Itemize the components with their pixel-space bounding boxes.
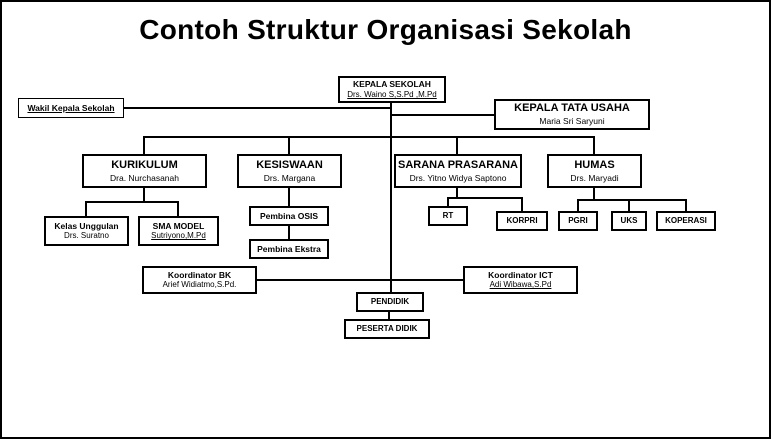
connector-stub-pembina-osis — [288, 188, 290, 206]
node-koordinator-bk: Koordinator BK Arief Widiatmo,S.Pd. — [142, 266, 257, 294]
node-pendidik-title: PENDIDIK — [370, 297, 410, 306]
node-peserta-didik: PESERTA DIDIK — [344, 319, 430, 339]
connector-kurikulum-down — [143, 188, 145, 202]
connector-stub-kesiswaan — [288, 136, 290, 154]
connector-stub-pgri — [577, 199, 579, 211]
node-pembina-ekstra-title: Pembina Ekstra — [257, 243, 321, 254]
node-kesiswaan: KESISWAAN Drs. Margana — [237, 154, 342, 188]
node-korpri: KORPRI — [496, 211, 548, 231]
node-sarana-prasarana: SARANA PRASARANA Drs. Yitno Widya Sapton… — [394, 154, 522, 188]
page-title: Contoh Struktur Organisasi Sekolah — [139, 14, 632, 45]
node-pembina-ekstra: Pembina Ekstra — [249, 239, 329, 259]
node-humas-name: Drs. Maryadi — [570, 172, 619, 183]
connector-divisions-horizontal — [143, 136, 595, 138]
node-pendidik: PENDIDIK — [356, 292, 424, 312]
connector-wakil — [123, 107, 390, 109]
node-kelas-unggulan-title: Kelas Unggulan — [54, 220, 119, 231]
connector-stub-sarana — [456, 136, 458, 154]
node-koordinator-ict-name: Adi Wibawa,S.Pd — [489, 280, 552, 290]
node-uks: UKS — [611, 211, 647, 231]
node-koordinator-ict-title: Koordinator ICT — [488, 269, 553, 280]
connector-main-vertical — [390, 102, 392, 292]
node-humas: HUMAS Drs. Maryadi — [547, 154, 642, 188]
node-wakil-kepala-sekolah: Wakil Kepala Sekolah — [18, 98, 124, 118]
connector-kurikulum-children — [85, 201, 179, 203]
node-kelas-unggulan: Kelas Unggulan Drs. Suratno — [44, 216, 129, 246]
node-sarana-prasarana-title: SARANA PRASARANA — [398, 158, 518, 171]
node-wakil-kepala-sekolah-title: Wakil Kepala Sekolah — [27, 102, 115, 113]
node-kelas-unggulan-name: Drs. Suratno — [64, 231, 109, 241]
connector-humas-children — [577, 199, 687, 201]
node-pgri: PGRI — [558, 211, 598, 231]
node-koperasi: KOPERASI — [656, 211, 716, 231]
connector-stub-sma-model — [177, 201, 179, 216]
connector-stub-korpri — [521, 197, 523, 211]
node-rt-title: RT — [442, 211, 454, 220]
node-humas-title: HUMAS — [574, 158, 615, 171]
connector-stub-uks — [628, 199, 630, 211]
node-sma-model-title: SMA MODEL — [152, 220, 205, 231]
node-sarana-prasarana-name: Drs. Yitno Widya Saptono — [409, 172, 507, 183]
node-koperasi-title: KOPERASI — [665, 216, 707, 225]
connector-stub-pembina-ekstra — [288, 226, 290, 239]
node-kurikulum-name: Dra. Nurchasanah — [110, 172, 179, 183]
node-kepala-tata-usaha: KEPALA TATA USAHA Maria Sri Saryuni — [494, 99, 650, 130]
node-uks-title: UKS — [620, 216, 638, 225]
connector-stub-rt — [447, 197, 449, 206]
connector-stub-humas — [593, 136, 595, 154]
node-kesiswaan-title: KESISWAAN — [256, 158, 323, 171]
node-kepala-tata-usaha-name: Maria Sri Saryuni — [539, 116, 605, 127]
connector-sarana-down — [456, 188, 458, 198]
node-kepala-sekolah: KEPALA SEKOLAH Drs. Waino S,S.Pd ,M.Pd — [338, 76, 446, 103]
node-pembina-osis: Pembina OSIS — [249, 206, 329, 226]
node-kepala-sekolah-title: KEPALA SEKOLAH — [353, 79, 431, 90]
node-koordinator-bk-title: Koordinator BK — [167, 269, 232, 280]
node-koordinator-ict: Koordinator ICT Adi Wibawa,S.Pd — [463, 266, 578, 294]
node-peserta-didik-title: PESERTA DIDIK — [356, 324, 418, 333]
node-pembina-osis-title: Pembina OSIS — [259, 210, 319, 221]
connector-stub-kelas-unggulan — [85, 201, 87, 216]
node-kepala-sekolah-name: Drs. Waino S,S.Pd ,M.Pd — [347, 89, 437, 99]
node-rt: RT — [428, 206, 468, 226]
node-koordinator-bk-name: Arief Widiatmo,S.Pd. — [162, 280, 237, 290]
connector-tata-usaha — [390, 114, 494, 116]
node-kepala-tata-usaha-title: KEPALA TATA USAHA — [514, 102, 630, 115]
connector-koordinator-ict — [390, 279, 463, 281]
node-kurikulum: KURIKULUM Dra. Nurchasanah — [82, 154, 207, 188]
connector-koordinator-bk — [257, 279, 390, 281]
connector-stub-kurikulum — [143, 136, 145, 154]
node-korpri-title: KORPRI — [506, 216, 538, 225]
node-pgri-title: PGRI — [568, 216, 588, 225]
connector-humas-down — [593, 188, 595, 200]
node-kesiswaan-name: Drs. Margana — [263, 172, 316, 183]
connector-peserta-didik — [388, 312, 390, 319]
node-sma-model: SMA MODEL Sutriyono,M.Pd — [138, 216, 219, 246]
connector-stub-koperasi — [685, 199, 687, 211]
connector-sarana-children — [447, 197, 523, 199]
node-sma-model-name: Sutriyono,M.Pd — [151, 231, 206, 241]
node-kurikulum-title: KURIKULUM — [111, 158, 178, 171]
